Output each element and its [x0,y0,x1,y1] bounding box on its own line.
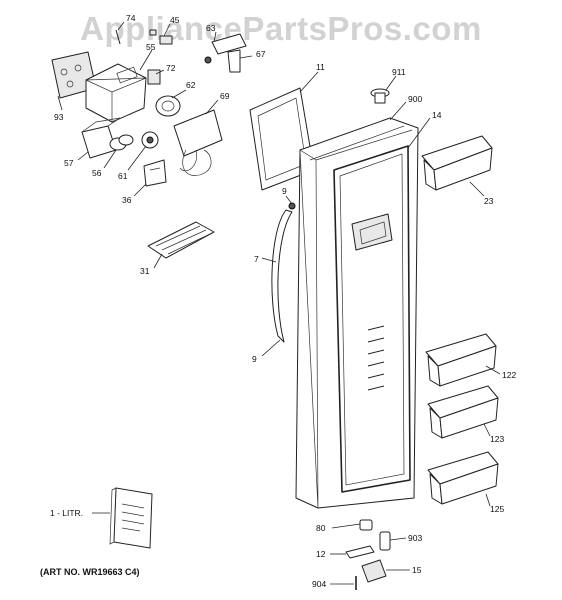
part-62-ring [155,95,181,117]
part-72-switch [147,69,161,85]
label-15: 15 [412,565,422,575]
label-903: 903 [408,533,422,543]
part-911-cap [370,88,390,104]
part-31-grate [147,221,215,259]
label-69: 69 [220,91,230,101]
label-74: 74 [126,13,136,23]
leader-lines [57,21,501,585]
art-number-caption: (ART NO. WR19663 C4) [40,567,140,577]
label-72: 72 [166,63,176,73]
part-123-bin [427,385,499,439]
label-55: 55 [146,42,156,52]
part-45-clip [149,29,173,45]
label-31: 31 [140,266,150,276]
label-63: 63 [206,23,216,33]
label-57: 57 [64,158,74,168]
part-labels: 74 45 63 67 55 72 93 62 69 57 56 61 36 1… [50,13,516,589]
door-shelf-rails [367,325,385,391]
part-36-bracket [143,159,167,187]
label-67: 67 [256,49,266,59]
label-911: 911 [392,67,406,77]
part-63-67-bracket [204,33,247,73]
label-14: 14 [432,110,442,120]
part-74-screw [115,29,121,45]
label-56: 56 [92,168,102,178]
part-903-cylinder [379,531,391,551]
part-57-solenoid [81,117,121,159]
label-9-top: 9 [282,186,287,196]
label-7: 7 [254,254,259,264]
label-23: 23 [484,196,494,206]
label-1-litr: 1 - LITR. [50,508,83,518]
part-55-motor-housing [85,63,147,123]
part-80-bushing [359,519,373,531]
label-123: 123 [490,434,504,444]
label-900: 900 [408,94,422,104]
part-14-gasket [333,145,411,493]
label-12: 12 [316,549,326,559]
label-125: 125 [490,504,504,514]
label-61: 61 [118,171,128,181]
label-11: 11 [316,62,325,72]
part-900-door [295,117,419,509]
dispenser-recess [351,213,393,251]
part-69-fan-assembly [173,109,223,176]
part-125-bin [427,451,499,505]
part-61-gear [141,131,159,149]
part-7-handle [271,202,296,343]
part-122-bin [425,333,497,387]
label-122: 122 [502,370,516,380]
part-12-hinge-plate [345,545,375,559]
label-93: 93 [54,112,64,122]
part-56-spring [109,134,134,151]
label-36: 36 [122,195,132,205]
part-1-literature [109,487,153,549]
part-23-bin [421,135,493,191]
part-15-hinge-block [361,559,387,583]
label-9-bottom: 9 [252,354,257,364]
label-904: 904 [312,579,326,589]
label-45: 45 [170,15,180,25]
label-80: 80 [316,523,326,533]
label-62: 62 [186,80,196,90]
